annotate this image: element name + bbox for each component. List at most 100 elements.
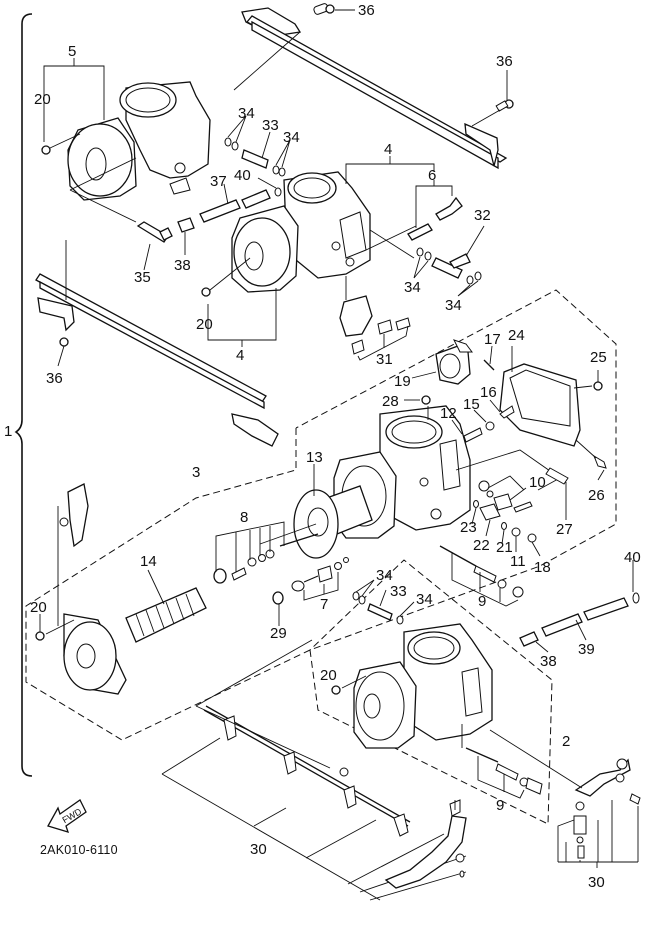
- o-rings-34b: [272, 139, 291, 177]
- callout-20: 20: [196, 316, 213, 333]
- top-cover: [63, 613, 127, 695]
- joint-33a: [241, 131, 271, 169]
- callout-7: 7: [320, 596, 328, 613]
- callout-1: 1: [4, 423, 12, 440]
- callout-27: 27: [556, 521, 573, 538]
- callout-32: 32: [474, 207, 491, 224]
- float-chamber-cover-24: [499, 346, 581, 447]
- carburetor-stay-lower: [35, 240, 267, 410]
- o-rings-34d: [457, 271, 482, 297]
- stay-bracket-right: [464, 70, 514, 167]
- hose-39: [541, 597, 629, 641]
- washer-15: [473, 409, 495, 431]
- clip-40a: [257, 177, 282, 197]
- callout-6: 6: [428, 167, 436, 184]
- callout-20: 20: [30, 599, 47, 616]
- pilot-set-9a: [439, 545, 524, 607]
- pin-17: [483, 345, 495, 371]
- stay-bracket-lower: [231, 413, 279, 447]
- screw-20a: [41, 133, 81, 155]
- joint-33b: [367, 589, 393, 621]
- needle-set-8: [213, 521, 319, 584]
- jets-set: [455, 449, 569, 557]
- screw-26: [575, 439, 607, 481]
- clip-40b: [632, 560, 640, 604]
- callout-28: 28: [382, 393, 399, 410]
- screw-set-7: [291, 557, 349, 601]
- callout-9: 9: [496, 797, 504, 814]
- hose-37: [199, 183, 271, 223]
- carburetor-assembly-4: [231, 171, 371, 293]
- callout-39: 39: [578, 641, 595, 658]
- throttle-lever-assembly: [384, 799, 467, 889]
- callout-5: 5: [68, 43, 76, 60]
- plug-29: [272, 591, 284, 626]
- callout-18: 18: [534, 559, 551, 576]
- joint-38b: [519, 631, 549, 653]
- callout-40: 40: [624, 549, 641, 566]
- callout-8: 8: [240, 509, 248, 526]
- o-ring-34f: [396, 601, 415, 625]
- callout-30: 30: [250, 841, 267, 858]
- screw-25: [573, 370, 603, 391]
- callout-38: 38: [540, 653, 557, 670]
- callout-15: 15: [463, 396, 480, 413]
- callout-3: 3: [192, 464, 200, 481]
- t-joint-32: [431, 225, 485, 279]
- forward-direction-icon: FWD: [47, 799, 87, 833]
- callout-40: 40: [234, 167, 251, 184]
- pilot-screw-set-6: [407, 180, 463, 241]
- screw-20b: [201, 257, 251, 297]
- bolt-36-top: [313, 3, 355, 15]
- o-rings-34c: [413, 247, 432, 279]
- callout-22: 22: [473, 537, 490, 554]
- callout-20: 20: [34, 91, 51, 108]
- t-joint-35: [136, 221, 173, 271]
- callout-36: 36: [496, 53, 513, 70]
- carburetor-stay-upper: [233, 7, 508, 170]
- piston-spring-14: [125, 569, 207, 643]
- callout-10: 10: [529, 474, 546, 491]
- diaphragm-piston-13: [259, 464, 373, 559]
- assembly-brace: [14, 13, 33, 777]
- callout-34: 34: [376, 567, 393, 584]
- screw-20c: [35, 614, 75, 641]
- callout-23: 23: [460, 519, 477, 536]
- callout-34: 34: [283, 129, 300, 146]
- callout-9: 9: [478, 593, 486, 610]
- o-rings-34a: [224, 115, 247, 151]
- o-rings-34e: [352, 579, 375, 605]
- callout-35: 35: [134, 269, 151, 286]
- callout-labels: 36 5 20 34 33 34 36 4 40 37 6 32 35 38 3…: [30, 2, 641, 891]
- callout-38: 38: [174, 257, 191, 274]
- callout-14: 14: [140, 553, 157, 570]
- callout-31: 31: [376, 351, 393, 368]
- callout-33: 33: [262, 117, 279, 134]
- throttle-position-sensor: [339, 276, 411, 361]
- callout-16: 16: [480, 384, 497, 401]
- callout-25: 25: [590, 349, 607, 366]
- callout-34: 34: [445, 297, 462, 314]
- callout-21: 21: [496, 539, 513, 556]
- carburetor-assembly-5: [67, 81, 211, 201]
- coasting-enricher-19: [411, 339, 473, 385]
- screw-20d: [331, 675, 367, 695]
- callout-17: 17: [484, 331, 501, 348]
- callout-36: 36: [358, 2, 375, 19]
- bracket-top-left: [57, 483, 89, 626]
- callout-37: 37: [210, 173, 227, 190]
- callout-12: 12: [440, 405, 457, 422]
- carburetor-assembly-2: [353, 623, 493, 749]
- callout-13: 13: [306, 449, 323, 466]
- callout-34: 34: [404, 279, 421, 296]
- callout-30: 30: [588, 874, 605, 891]
- joint-38a: [177, 217, 195, 255]
- screw-12: [451, 419, 483, 443]
- callout-2: 2: [562, 733, 570, 750]
- diagram-part-code: 2AK010-6110: [40, 843, 118, 857]
- callout-34: 34: [416, 591, 433, 608]
- choke-bracket-assembly: [489, 729, 641, 868]
- callout-24: 24: [508, 327, 525, 344]
- pilot-set-9b: [461, 724, 543, 799]
